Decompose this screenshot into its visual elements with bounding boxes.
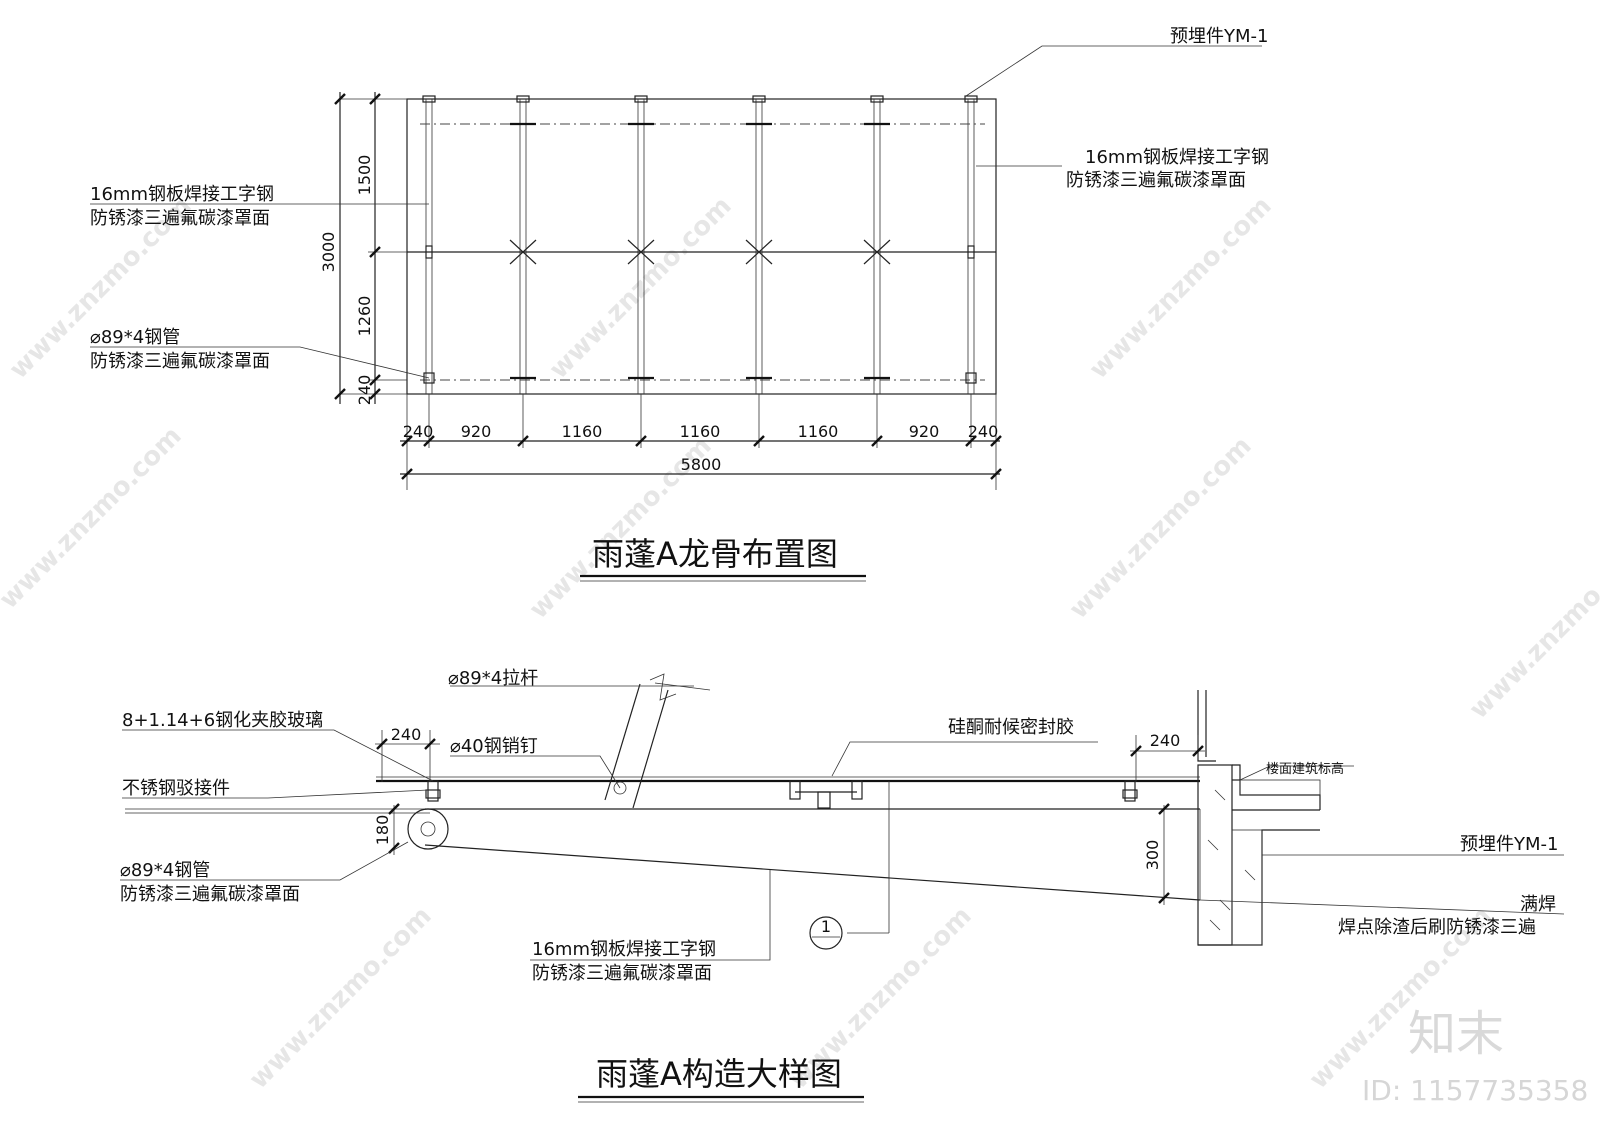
section-pipe [407,808,449,850]
section-label-pipe-2: 防锈漆三遍氟碳漆罩面 [120,884,300,905]
section-leader-weld [1199,899,1565,915]
section-leader-sealant [831,741,1098,777]
watermark-text: www.znzmo.com [1064,431,1258,625]
section-title: 雨蓬A构造大样图 [596,1055,842,1093]
section-label-weld-2: 焊点除渣后刷防锈漆三遍 [1338,917,1536,938]
section-dim-240-right: 240 [1150,731,1181,750]
plan-leader-pipe [90,346,430,379]
section-mark-number: 1 [821,917,831,936]
plan-title: 雨蓬A龙骨布置图 [592,535,838,573]
section-leader-floor [1239,765,1354,781]
plan-label-embed: 预埋件YM-1 [1170,26,1268,47]
plan-leader-embed [965,45,1262,97]
section-dim-240-left: 240 [391,725,422,744]
section-wall [1197,690,1321,946]
section-leader-beam [530,870,771,961]
section-label-fitting: 不锈钢驳接件 [122,778,230,799]
watermark-text: www.znzmo.com [0,421,188,615]
plan-dim-1500: 1500 [355,155,374,196]
watermark-text: www.znzmo.com [544,191,738,385]
plan-label-beam-right-1: 16mm钢板焊接工字钢 [1085,147,1269,168]
section-beam-bottom [424,844,1201,901]
plan-dim-h-240-right: 240 [968,422,999,441]
section-leader-pin [450,755,621,789]
section-label-embed: 预埋件YM-1 [1460,834,1558,855]
plan-dim-h-5800: 5800 [681,455,722,474]
plan-dim-3000: 3000 [319,232,338,273]
plan-label-beam-left-2: 防锈漆三遍氟碳漆罩面 [90,208,270,229]
section-view: 1 240 240 180 300 ⌀89*4拉杆 [120,668,1565,1103]
section-label-weld-1: 满焊 [1520,894,1556,915]
plan-label-beam-right-2: 防锈漆三遍氟碳漆罩面 [1066,170,1246,191]
section-dim-300: 300 [1143,840,1162,871]
plan-dim-h-1160-a: 1160 [562,422,603,441]
plan-dim-h-920-left: 920 [461,422,492,441]
watermark-logo: 知末 [1408,1006,1504,1062]
section-label-beam-1: 16mm钢板焊接工字钢 [532,939,716,960]
plan-frame [406,98,997,395]
watermark-id: ID: 1157735358 [1362,1074,1588,1107]
section-leader-glass [122,729,434,782]
plan-cross-braces [509,239,891,265]
section-dims: 240 240 180 300 [373,725,1205,905]
plan-dim-1260: 1260 [355,296,374,337]
plan-dim-h-240-left: 240 [403,422,434,441]
section-label-floor: 楼面建筑标高 [1266,761,1344,777]
section-label-pin: ⌀40钢销钉 [450,736,538,757]
plan-dim-vertical: 1500 1260 240 3000 [319,92,407,405]
watermark-layer: www.znzmo.com www.znzmo.com www.znzmo.co… [0,191,1600,1107]
section-label-rod: ⌀89*4拉杆 [448,668,538,689]
section-spider-fittings [425,780,1138,809]
section-label-sealant: 硅酮耐候密封胶 [948,717,1074,738]
plan-label-pipe-1: ⌀89*4钢管 [90,327,180,348]
plan-view: 1500 1260 240 3000 2 [90,26,1269,582]
section-leader-fitting [122,789,429,799]
plan-dim-h-920-right: 920 [909,422,940,441]
plan-dim-h-1160-b: 1160 [680,422,721,441]
section-label-glass: 8+1.14+6钢化夹胶玻璃 [122,710,323,731]
section-label-pipe-1: ⌀89*4钢管 [120,860,210,881]
plan-connectors [422,95,978,384]
section-dim-180: 180 [373,815,392,846]
plan-label-pipe-2: 防锈漆三遍氟碳漆罩面 [90,351,270,372]
watermark-text: www.znzmo.com [1084,191,1278,385]
section-label-beam-2: 防锈漆三遍氟碳漆罩面 [532,963,712,984]
plan-dim-240: 240 [355,375,374,406]
section-leader-pipe [120,841,409,881]
plan-label-beam-left-1: 16mm钢板焊接工字钢 [90,184,274,205]
watermark-text: www.znzmo.com [1464,531,1600,725]
section-mark-circle [809,916,843,950]
section-tie-rod [604,673,711,809]
plan-dim-horizontal: 240 920 1160 1160 1160 920 240 5800 [400,394,1002,490]
plan-dim-h-1160-c: 1160 [798,422,839,441]
watermark-text: www.znzmo.com [244,901,438,1095]
